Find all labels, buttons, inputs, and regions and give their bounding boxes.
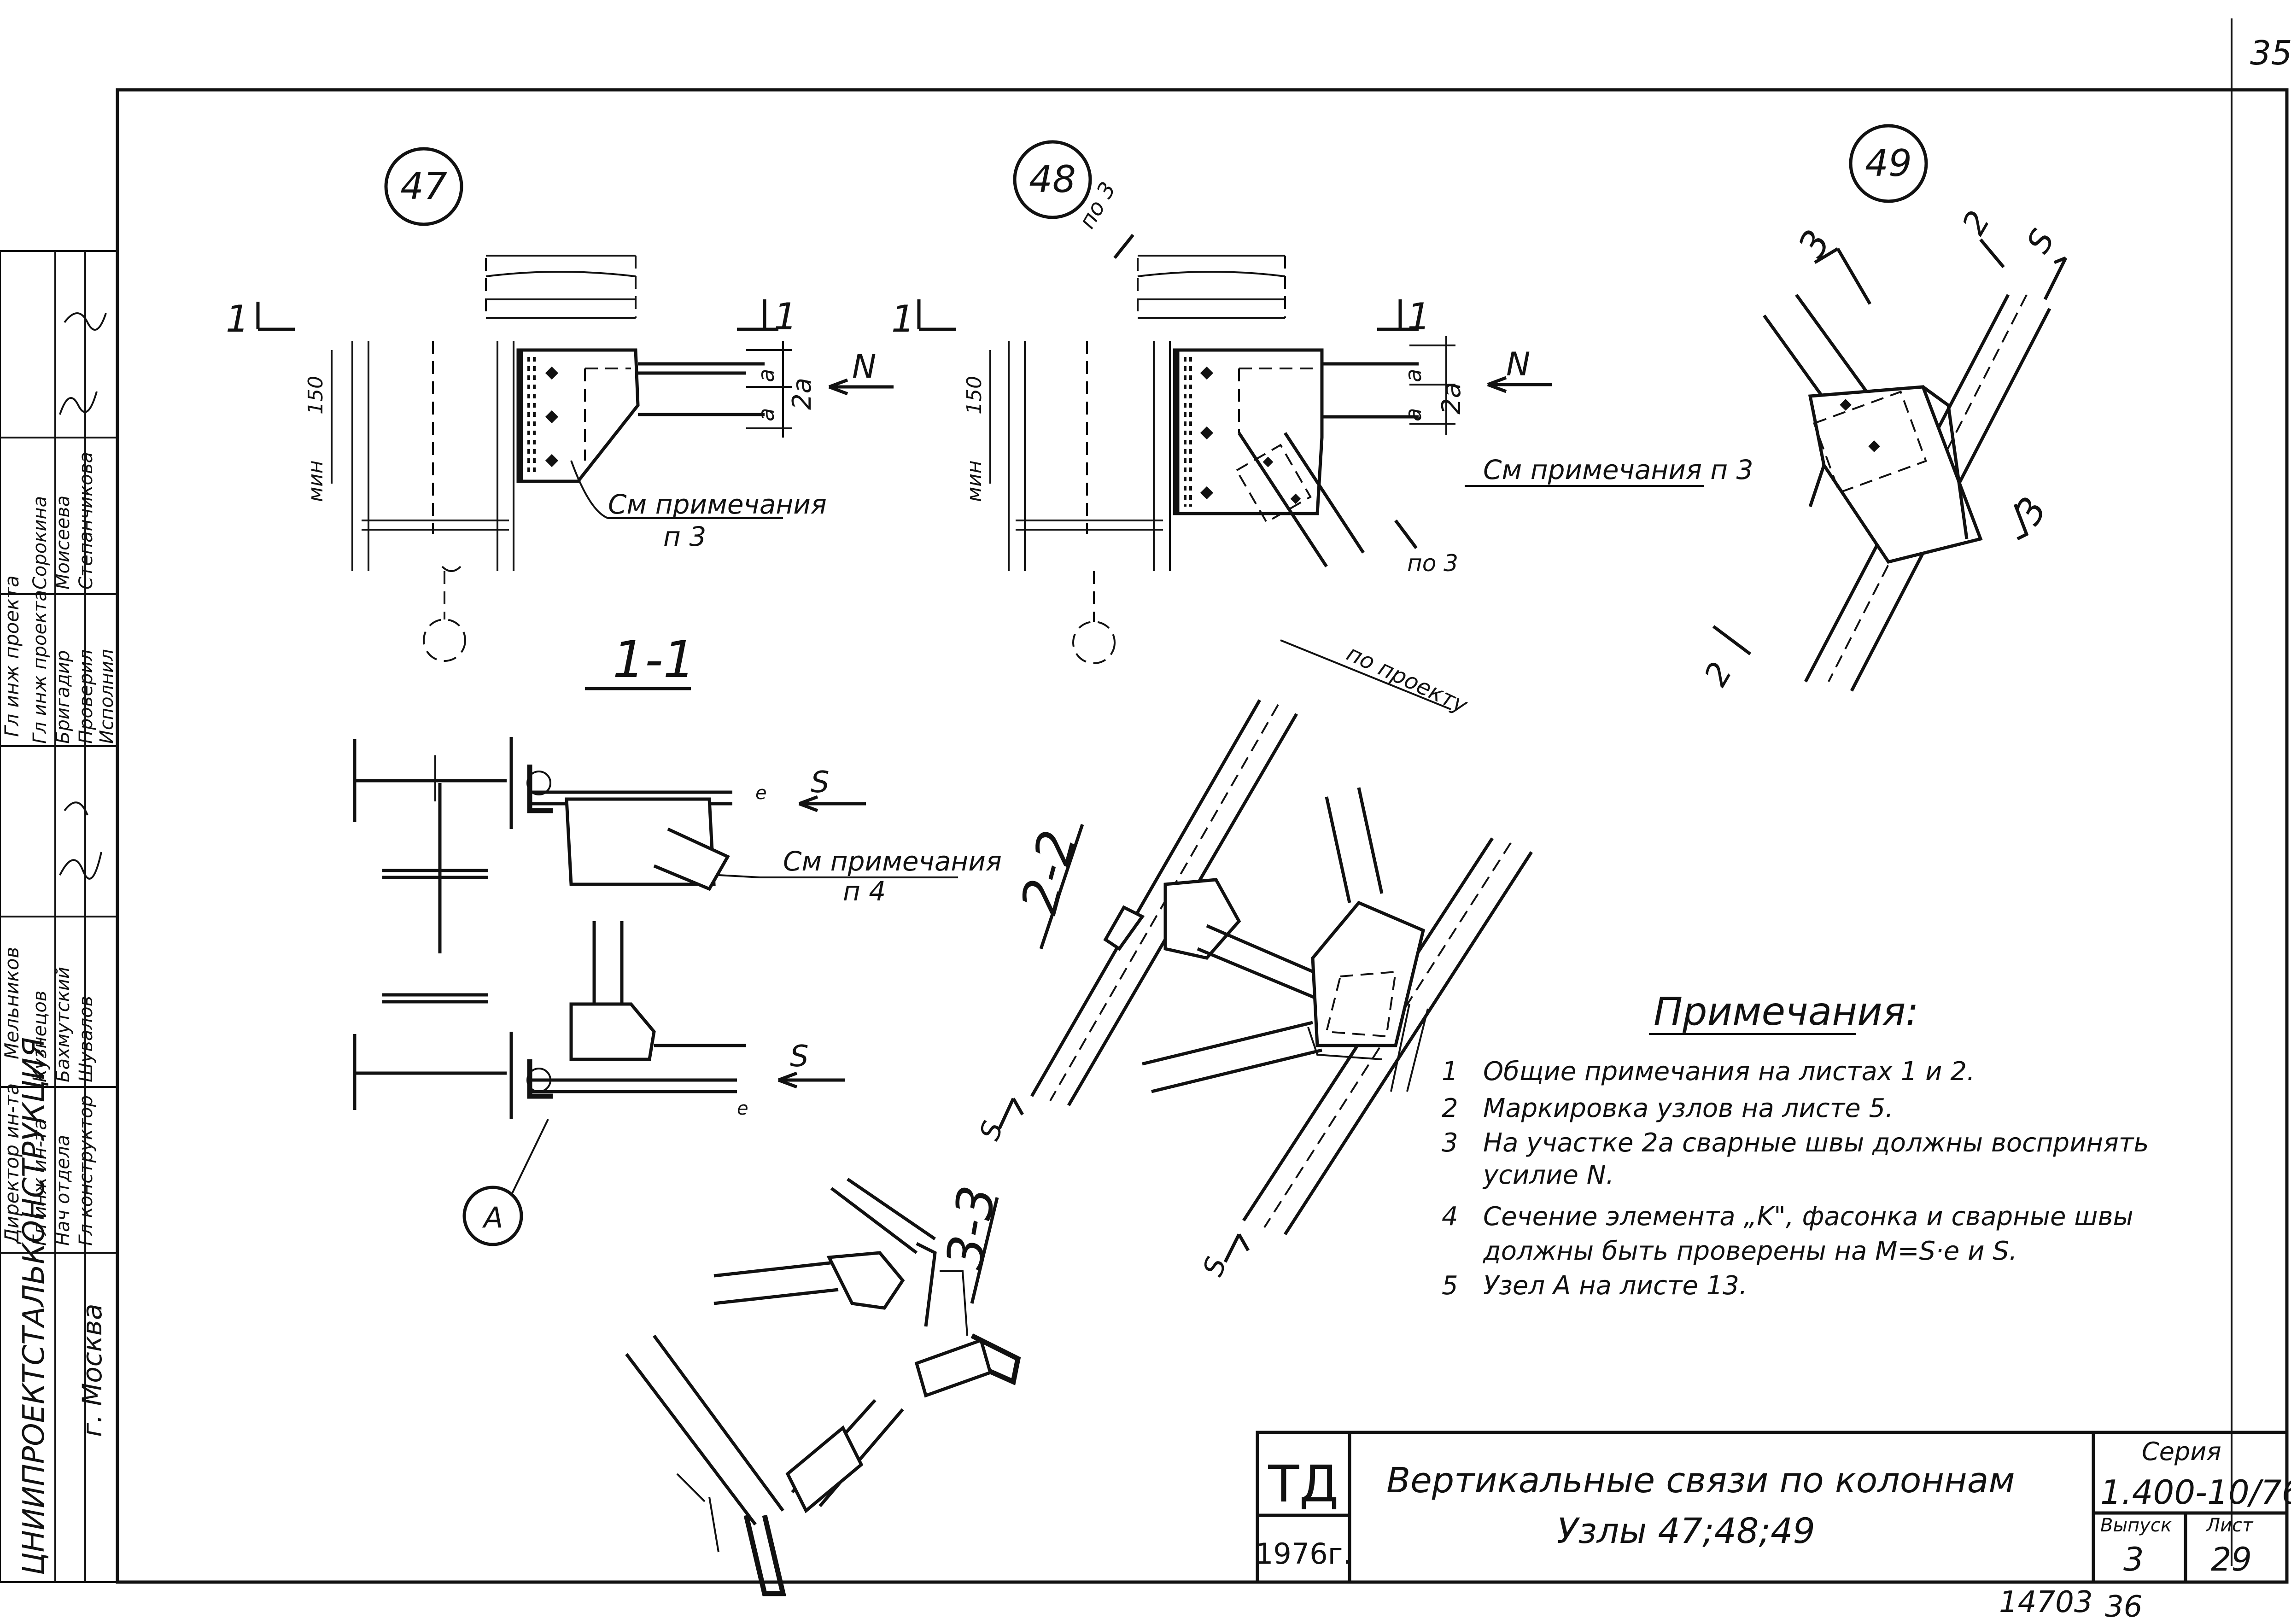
see-note-3-p: п 3 [663,521,706,552]
node-47-circle [384,147,463,226]
signature [59,312,107,415]
section-2-2: 2-2 S S по проекту [973,639,1533,1280]
issue-value: 3 [2123,1541,2144,1578]
see-note-4: См примечания [783,846,1002,877]
see-note-4-p: п 4 [843,876,886,907]
po-3-label: по 3 [1407,550,1458,577]
stamp-role-3: Гл конструктор [76,1095,97,1246]
node-49-label: 49 [1865,142,1912,185]
stamp-role-4: Гл инж проекта [29,590,51,744]
note-text: Маркировка узлов на листе 5. [1483,1093,1894,1123]
node-48-circle [1013,140,1092,219]
title-logo: ТД [1268,1455,1338,1513]
dim-a: a [754,369,779,382]
stamp-city: г. Москва [76,1303,108,1437]
node-A-circle [462,1186,523,1246]
dim-2a: 2a [1437,382,1467,415]
stamp-name-1: Кузнецов [29,991,51,1082]
stamp-header-right: Гл инж проекта [0,575,23,737]
stamp-name-3: Шувалов [76,996,97,1082]
notes-title: Примечания: [1654,989,1919,1034]
see-note-3: См примечания [608,489,827,520]
node-49: 49 3 3 2 2 S [1697,124,2068,693]
note-text: усилие N. [1482,1160,1614,1190]
cut-1-label: 1 [891,298,915,340]
title-year: 1976г. [1255,1537,1352,1571]
node-47: 47 1 1 150 мин a a [226,147,894,662]
dim-min: мин [963,460,986,502]
note-num: 5 [1442,1271,1458,1301]
stamp-name-6: Степанчикова [76,452,97,590]
bottom-number-2: 36 [2105,1590,2142,1624]
stamp-name-2: Бахмутский [53,967,74,1082]
note-num: 2 [1442,1093,1458,1123]
dim-min: мин [304,460,327,502]
stamp-org: ЦНИИПРОЕКТСТАЛЬКОНСТРУКЦИЯ [17,1037,51,1575]
force-S: S [2019,223,2062,259]
section-1-1: 1-1 S S e e См примечания п 4 [353,630,1002,1246]
section-1-1-label: 1-1 [613,630,695,689]
side-stamp: ЦНИИПРОЕКТСТАЛЬКОНСТРУКЦИЯ г. Москва Дир… [0,250,118,1583]
sheet-label: Лист [2205,1515,2254,1536]
note-num: 4 [1442,1202,1458,1232]
notes-block: Примечания: 1 Общие примечания на листах… [1442,989,2149,1301]
dim-a: a [1401,408,1426,421]
note-num: 3 [1442,1128,1458,1158]
dim-2a: 2a [787,378,817,410]
cut-3-label: 3 [1790,223,1839,265]
note-text: должны быть проверены на M=S·e и S. [1483,1236,2017,1266]
see-note-3-inline: См примечания п 3 [1483,454,1753,485]
dim-150: 150 [963,376,986,415]
node-48: 48 1 1 по 3 [891,140,1753,664]
node-47-label: 47 [400,165,447,208]
title-line1: Вертикальные связи по колоннам [1386,1460,2015,1501]
sheet-value: 29 [2211,1541,2252,1578]
stamp-role-2: Нач отдела [53,1135,74,1246]
stamp-role-1: Гл инж ин-та [29,1119,51,1246]
note-num: 1 [1442,1057,1458,1087]
note-text: Узел A на листе 13. [1483,1271,1747,1301]
section-3-3-label: 3-3 [935,1181,1007,1273]
force-S: S [790,1040,809,1074]
dim-a: a [1401,369,1426,382]
stamp-header-left: Директор ин-та [0,1083,23,1244]
po-proektu: по проекту [1343,640,1472,719]
issue-label: Выпуск [2100,1515,2172,1536]
stamp-header-mid: Мельников [0,947,23,1059]
dim-a: a [754,408,779,421]
dim-150: 150 [304,376,327,415]
ecc-e: e [755,783,767,804]
cut-1-label: 1 [774,295,797,338]
force-N: N [1506,345,1530,383]
cut-1-label: 1 [226,298,249,340]
stamp-name-4: Сорокина [29,496,51,590]
series-label: Серия [2142,1437,2221,1466]
cut-2-label: 2 [1955,204,1998,241]
section-3-3: 3-3 [625,1178,1021,1596]
node-49-circle [1849,124,1928,203]
stamp-role-5: Бригадир [53,650,74,744]
title-line2: Узлы 47;48;49 [1557,1510,1815,1551]
cut-2-label: 2 [1697,656,1740,693]
force-N: N [852,348,876,386]
note-text: Сечение элемента „K", фасонка и сварные … [1483,1202,2133,1232]
ecc-e: e [737,1098,748,1119]
cut-3-label: 3 [2006,490,2055,532]
signature [59,801,102,880]
bottom-number: 14703 [1999,1585,2093,1619]
series-value: 1.400-10/76 [2100,1473,2291,1512]
force-S: S [811,765,830,800]
stamp-role-6: Проверил [76,649,97,744]
node-48-label: 48 [1029,158,1076,201]
note-text: На участке 2а сварные швы должны восприн… [1483,1128,2149,1158]
page-number: 35 [2250,34,2291,72]
title-block: ТД 1976г. Вертикальные связи по колоннам… [1255,1431,2291,1584]
node-A-label: A [482,1201,503,1234]
cut-1-label: 1 [1407,295,1431,338]
note-text: Общие примечания на листах 1 и 2. [1483,1057,1975,1087]
stamp-role-7: Исполнил [96,649,117,744]
stamp-name-5: Моисеева [53,496,74,590]
